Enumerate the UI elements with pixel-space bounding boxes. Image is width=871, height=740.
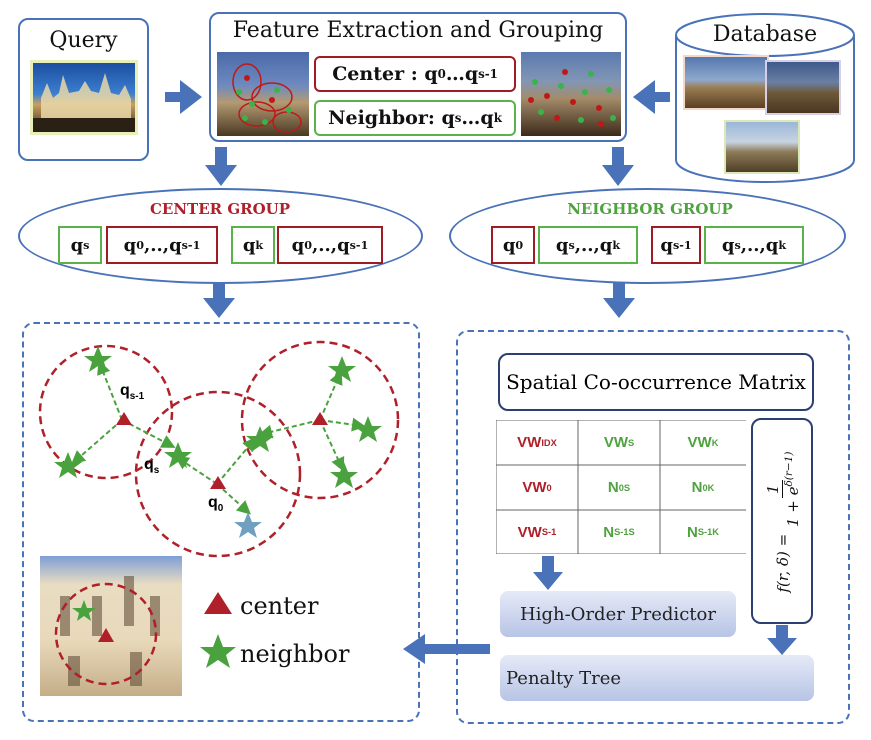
query-panel: Query [18, 18, 149, 161]
neighbor-graph [38, 340, 400, 558]
matrix-title-box: Spatial Co-occurrence Matrix [498, 353, 814, 411]
neighborhood-circle-2 [134, 390, 302, 558]
center-group-title: CENTER GROUP [149, 200, 291, 218]
neighbor-group-title: NEIGHBOR GROUP [567, 200, 733, 218]
cathedral-silhouette-icon [33, 73, 135, 132]
center-triangle-icon [116, 412, 132, 425]
database-photo-3 [724, 120, 800, 174]
arrow-down-neighbor [602, 147, 634, 186]
legend-icons [200, 592, 236, 668]
database-title: Database [712, 22, 818, 47]
center-triangle-icon [210, 476, 226, 489]
feature-photo-left [217, 52, 309, 136]
graph-panel [22, 322, 420, 722]
neighbor-legend-star-icon [200, 634, 236, 668]
feature-title: Feature Extraction and Grouping [232, 18, 604, 43]
neighborhood-circle-1 [38, 344, 174, 480]
penalty-label: Penalty Tree [506, 667, 622, 689]
neighborhood-circle-3 [240, 340, 400, 500]
neighbor-links [70, 360, 366, 515]
legend-neighbor-label: neighbor [240, 640, 350, 668]
penalty-tree-box: Penalty Tree [500, 655, 814, 701]
arrow-formula-to-penalty [767, 625, 797, 655]
result-photo-overlay [54, 576, 160, 686]
feature-keypoints-left [232, 63, 302, 133]
sigmoid-formula: f(r, δ) = 1 1 + eδ(r−1) [764, 451, 802, 593]
query-title: Query [49, 28, 118, 53]
prediction-panel [456, 330, 850, 724]
arrow-down-left-panel [203, 283, 235, 318]
feature-photo-right [521, 52, 621, 136]
database-photo-2 [765, 60, 841, 115]
neighbor-star-icons [54, 346, 382, 488]
arrow-database-to-feature [633, 80, 670, 114]
result-photo [40, 556, 182, 696]
node-label-q0: q0 [208, 494, 224, 515]
arrow-query-to-feature [165, 80, 202, 114]
high-order-predictor-box: High-Order Predictor [500, 591, 736, 637]
legend-center-label: center [240, 592, 319, 620]
feature-keypoints-right [528, 69, 616, 127]
predictor-label: High-Order Predictor [520, 603, 716, 625]
arrow-down-center [205, 147, 237, 186]
database-photo-1 [683, 55, 769, 110]
center-legend-triangle-icon [204, 592, 232, 614]
matrix-grid [496, 420, 746, 554]
node-label-qs: qs [144, 456, 160, 477]
node-label-qs1: qs-1 [120, 382, 145, 403]
feature-panel: Feature Extraction and Grouping Center :… [209, 12, 627, 142]
arrow-matrix-to-predictor [533, 556, 563, 590]
query-photo [30, 60, 138, 135]
matrix-title: Spatial Co-occurrence Matrix [506, 370, 806, 394]
arrow-down-right-panel [603, 283, 635, 318]
center-triangle-icon [312, 412, 328, 425]
formula-box [751, 418, 813, 624]
neighbor-star-icon [234, 512, 262, 538]
